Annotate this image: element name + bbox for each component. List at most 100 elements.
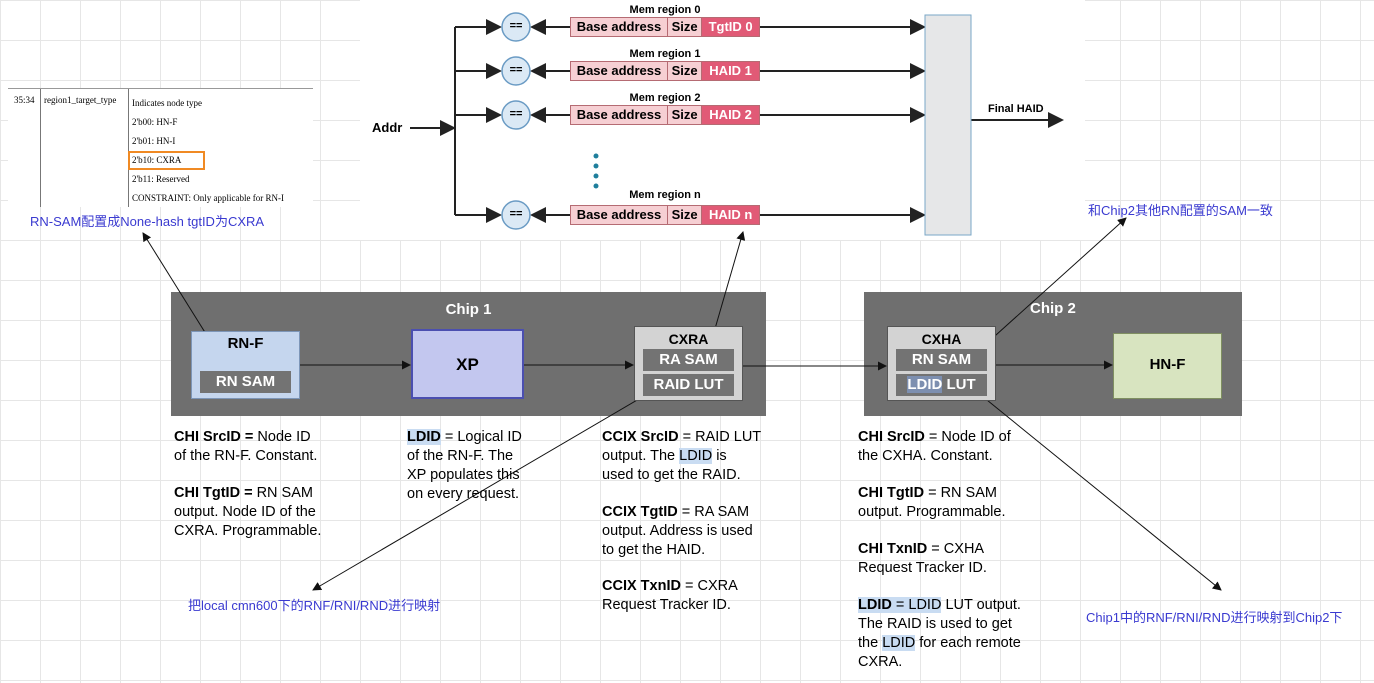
- highlight-box: [128, 151, 205, 170]
- field-name: CHI SrcID: [858, 429, 925, 445]
- divider: [128, 89, 129, 207]
- table-cell: Indicates node type: [132, 98, 202, 108]
- cxha-node: CXHA RN SAM LDID LUT: [887, 326, 996, 401]
- mem-region-title: Mem region 0: [629, 4, 701, 16]
- mem-region-row: Base address Size HAID 2: [570, 105, 760, 125]
- bit-range: 35:34: [14, 95, 35, 105]
- rn-f-node: RN-F RN SAM: [191, 331, 300, 399]
- chip-1-title: Chip 1: [445, 301, 492, 318]
- chip-2-title: Chip 2: [1030, 300, 1076, 317]
- lut-text: LUT: [942, 376, 976, 393]
- field-desc: = Node ID of the CXHA. Constant.: [858, 429, 1011, 464]
- target-id-cell: TgtID 0: [702, 17, 760, 37]
- rn-f-description: CHI TgtID = RN SAM output. Node ID of th…: [174, 484, 344, 541]
- rn-f-description: CHI SrcID = Node ID of the RN-F. Constan…: [174, 428, 344, 466]
- field-desc: Node ID of the RN-F. Constant.: [174, 429, 318, 464]
- xp-description: LDID = Logical ID of the RN-F. The XP po…: [407, 428, 547, 504]
- field-desc: = Logical ID of the RN-F. The XP populat…: [407, 429, 522, 502]
- size-cell: Size: [667, 205, 703, 225]
- ra-sam-block: RA SAM: [643, 349, 734, 371]
- cxha-description: CHI TgtID = RN SAM output. Programmable.: [858, 484, 1048, 522]
- table-cell: 2'b01: HN-I: [132, 136, 176, 146]
- divider: [40, 89, 41, 207]
- ldid-term: LDID: [882, 635, 916, 651]
- field-desc: = CXRA Request Tracker ID.: [602, 578, 738, 613]
- mem-region-row: Base address Size HAID 1: [570, 61, 760, 81]
- addr-label: Addr: [372, 120, 403, 135]
- final-haid-label: Final HAID: [988, 103, 1044, 115]
- equal-compare: ==: [509, 108, 523, 120]
- field-desc: = CXHA Request Tracker ID.: [858, 541, 987, 576]
- cxha-label: CXHA: [921, 331, 962, 347]
- equal-compare: ==: [509, 20, 523, 32]
- target-id-cell: HAID n: [702, 205, 760, 225]
- field-name: CHI SrcID =: [174, 429, 254, 445]
- field-name: CCIX SrcID: [602, 429, 679, 445]
- field-desc: LUT output. The RAID is used to get the: [858, 597, 1021, 651]
- field-desc: RN SAM output. Node ID of the CXRA. Prog…: [174, 485, 322, 539]
- size-cell: Size: [667, 17, 703, 37]
- target-id-cell: HAID 1: [702, 61, 760, 81]
- rn-f-label: RN-F: [227, 335, 264, 352]
- hn-f-node: HN-F: [1113, 333, 1222, 399]
- xp-label: XP: [456, 355, 479, 374]
- ldid-lut-block: LDID LUT: [896, 374, 987, 396]
- ldid-term: LDID: [407, 429, 441, 445]
- cxra-description: CCIX TgtID = RA SAM output. Address is u…: [602, 503, 792, 560]
- field-name: CCIX TxnID: [602, 578, 681, 594]
- field-name: CCIX TgtID: [602, 504, 678, 520]
- cxha-description: CHI TxnID = CXHA Request Tracker ID.: [858, 540, 1048, 578]
- mem-region-title: Mem region 1: [629, 48, 701, 60]
- note-chip2-sam: 和Chip2其他RN配置的SAM一致: [1088, 203, 1273, 218]
- rn-sam-block: RN SAM: [896, 349, 987, 371]
- target-id-cell: HAID 2: [702, 105, 760, 125]
- field-name: region1_target_type: [44, 95, 117, 105]
- field-desc: = RN SAM output. Programmable.: [858, 485, 1006, 520]
- ldid-term: LDID: [679, 448, 713, 464]
- mem-region-row: Base address Size TgtID 0: [570, 17, 760, 37]
- mem-region-row: Base address Size HAID n: [570, 205, 760, 225]
- base-address-cell: Base address: [570, 61, 668, 81]
- sam-diagram-lines: [410, 12, 1064, 236]
- hn-f-label: HN-F: [1149, 356, 1186, 373]
- cxra-label: CXRA: [668, 331, 709, 347]
- base-address-cell: Base address: [570, 17, 668, 37]
- field-desc: = RAID LUT output. The: [602, 429, 762, 464]
- ldid-term: LDID: [858, 597, 892, 613]
- base-address-cell: Base address: [570, 105, 668, 125]
- equal-compare: ==: [509, 64, 523, 76]
- note-local-map: 把local cmn600下的RNF/RNI/RND进行映射: [188, 598, 441, 613]
- field-desc: for each remote CXRA.: [858, 635, 1021, 670]
- field-desc: = RA SAM output. Address is used to get …: [602, 504, 753, 558]
- note-rn-sam: RN-SAM配置成None-hash tgtID为CXRA: [30, 214, 265, 229]
- rn-sam-block: RN SAM: [200, 371, 291, 393]
- raid-lut-block: RAID LUT: [643, 374, 734, 396]
- field-name: CHI TxnID: [858, 541, 928, 557]
- cxha-description: LDID = LDID LUT output. The RAID is used…: [858, 596, 1048, 672]
- field-desc: is used to get the RAID.: [602, 448, 741, 483]
- table-cell: 2'b10: CXRA: [132, 155, 182, 165]
- size-cell: Size: [667, 105, 703, 125]
- field-name: CHI TgtID =: [174, 485, 253, 501]
- ldid-term: LDID: [908, 597, 942, 613]
- table-cell: 2'b11: Reserved: [132, 174, 190, 184]
- cxra-description: CCIX TxnID = CXRA Request Tracker ID.: [602, 577, 792, 615]
- field-desc: =: [891, 597, 909, 613]
- table-cell: 2'b00: HN-F: [132, 117, 178, 127]
- field-name: CHI TgtID: [858, 485, 925, 501]
- table-cell: CONSTRAINT: Only applicable for RN-I: [132, 193, 285, 203]
- sam-lookup-diagram: Addr Final HAID == == == == Mem region 0…: [360, 0, 1085, 240]
- size-cell: Size: [667, 61, 703, 81]
- base-address-cell: Base address: [570, 205, 668, 225]
- xp-node: XP: [411, 329, 524, 399]
- equal-compare: ==: [509, 208, 523, 220]
- cxra-node: CXRA RA SAM RAID LUT: [634, 326, 743, 401]
- cxha-description: CHI SrcID = Node ID of the CXHA. Constan…: [858, 428, 1048, 466]
- note-chip1-map: Chip1中的RNF/RNI/RND进行映射到Chip2下: [1086, 610, 1343, 625]
- ldid-highlight: LDID: [907, 376, 943, 393]
- mem-region-title: Mem region 2: [629, 92, 701, 104]
- mem-region-title: Mem region n: [629, 189, 701, 201]
- cxra-description: CCIX SrcID = RAID LUT output. The LDID i…: [602, 428, 792, 485]
- register-table-snippet: 35:34 region1_target_type Indicates node…: [8, 88, 313, 207]
